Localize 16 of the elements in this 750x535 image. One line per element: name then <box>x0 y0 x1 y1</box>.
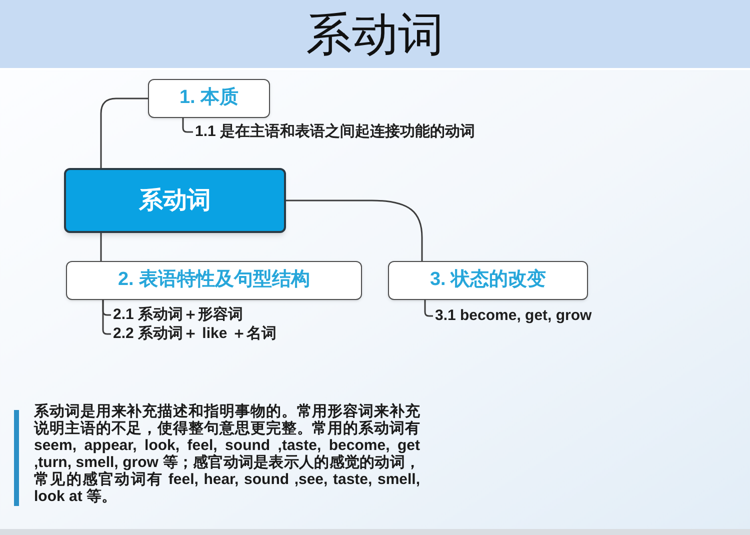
topic-box: 2. 表语特性及句型结构 <box>66 261 362 300</box>
connector-line <box>102 300 111 335</box>
subtopic-text: 1.1 是在主语和表语之间起连接功能的动词 <box>195 123 476 141</box>
subtopic-text: 2.1 系动词＋形容词 <box>113 306 244 324</box>
central-topic-box: 系动词 <box>64 168 286 233</box>
connector-line <box>100 233 102 261</box>
connector-line <box>286 200 423 261</box>
connector-line <box>182 118 193 133</box>
connector-line <box>424 300 433 317</box>
connector-line <box>100 98 148 168</box>
subtopic-text: 2.2 系动词＋ like ＋名词 <box>113 325 276 343</box>
topic-box: 3. 状态的改变 <box>388 261 588 300</box>
topic-box: 1. 本质 <box>148 79 270 118</box>
description-paragraph: 系动词是用来补充描述和指明事物的。常用形容词来补充说明主语的不足，使得整句意思更完整。常用的系动词有 seem, appear, look, feel, sound ,taste, become, get ,turn, smell, grow 等；感官动词是表示人的感觉的动词，常见的感官动词有 feel, hear, sound ,see, taste, smell, look at 等。 <box>34 403 420 505</box>
subtopic-text: 3.1 become, get, grow <box>435 307 592 325</box>
title: 系动词 <box>306 7 444 61</box>
